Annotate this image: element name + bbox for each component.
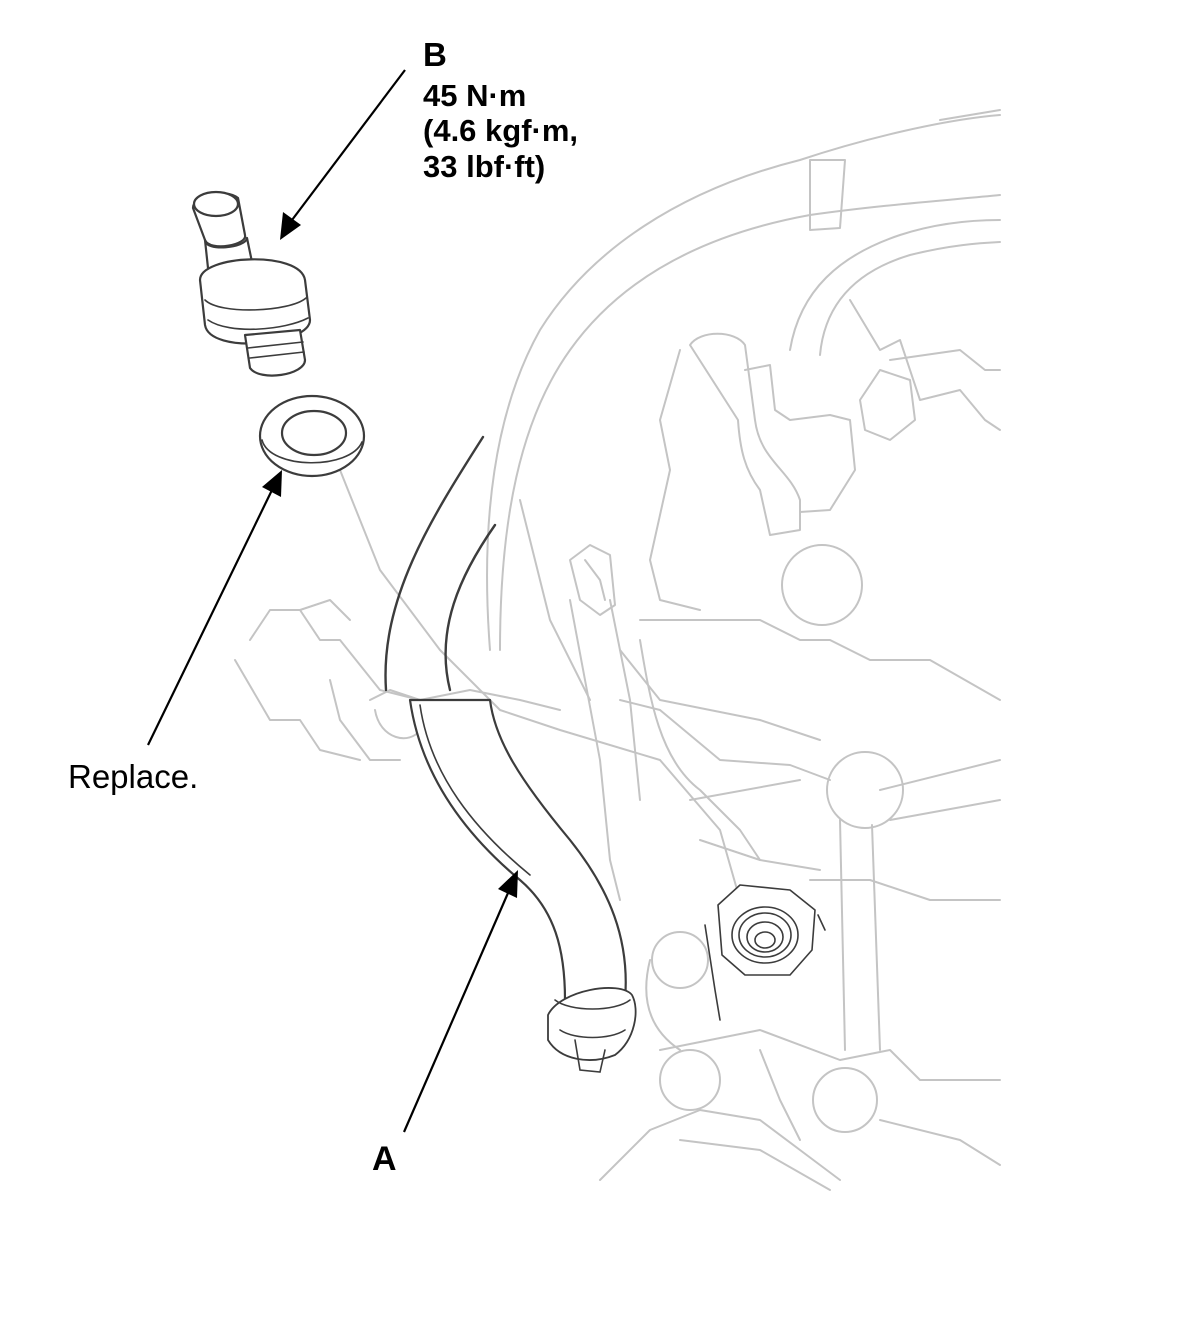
callout-b: B: [423, 36, 447, 73]
breather-hose: [384, 435, 637, 1073]
torque-spec: 45 N·m (4.6 kgf·m, 33 lbf·ft): [423, 78, 579, 184]
leader-replace: [147, 470, 282, 746]
sealing-washer: [258, 394, 366, 478]
callout-a: A: [372, 1140, 397, 1178]
leader-b: [280, 69, 406, 240]
leader-a: [402, 870, 518, 1133]
drain-fitting: [704, 884, 826, 1021]
pcv-valve: [191, 190, 312, 377]
engine-background: [234, 109, 1001, 1191]
replace-note: Replace.: [68, 758, 199, 795]
